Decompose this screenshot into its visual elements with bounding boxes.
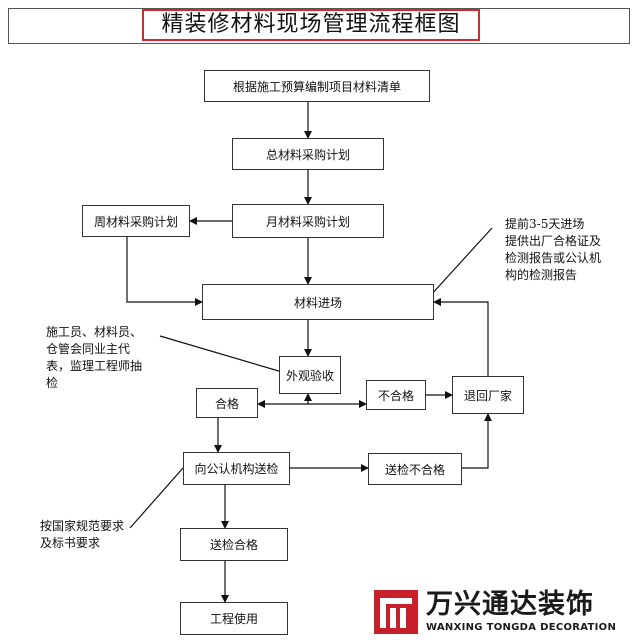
arrow-weekly-to-arrival <box>126 237 203 306</box>
logo-name: 万兴通达装饰 <box>426 589 594 620</box>
note-standard: 按国家规范要求 及标书要求 <box>40 518 124 552</box>
note-line: 仓管会同业主代 <box>46 342 131 356</box>
node-budget-list: 根据施工预算编制项目材料清单 <box>204 70 430 102</box>
node-send-fail: 送检不合格 <box>368 453 462 485</box>
logo-english: WANXING TONGDA DECORATION <box>426 622 617 633</box>
node-inspection: 外观验收 <box>279 356 341 394</box>
node-return: 退回厂家 <box>452 376 524 414</box>
note-line: 及标书要求 <box>40 536 101 550</box>
logo-mark-icon <box>374 590 418 634</box>
leader-inspect-note <box>159 335 283 373</box>
leader-standard-note <box>129 467 184 529</box>
node-total-plan: 总材料采购计划 <box>232 138 384 170</box>
arrow-return-to-arrival <box>433 298 489 376</box>
note-line: 检测报告或公认机 <box>505 251 602 265</box>
node-arrival: 材料进场 <box>202 284 434 320</box>
note-line: 检 <box>46 376 59 390</box>
node-send-agency: 向公认机构送检 <box>183 452 290 485</box>
note-inspection: 施工员、材料员、 仓管会同业主代 表，监理工程师抽 检 <box>46 324 142 392</box>
node-fail: 不合格 <box>366 380 426 410</box>
page-title: 精装修材料现场管理流程框图 <box>142 9 480 41</box>
note-line: 构的检测报告 <box>505 268 578 282</box>
leader-arrival-note <box>429 227 493 297</box>
node-send-pass: 送检合格 <box>180 528 288 561</box>
node-pass: 合格 <box>196 388 258 418</box>
arrow-sendfail-to-return <box>462 413 492 469</box>
node-monthly-plan: 月材料采购计划 <box>232 204 384 238</box>
node-use: 工程使用 <box>180 602 288 635</box>
note-line: 施工员、材料员、 <box>46 325 143 339</box>
title-frame <box>8 8 630 44</box>
node-weekly-plan: 周材料采购计划 <box>82 205 190 237</box>
note-line: 提前3-5天进场 <box>505 217 585 231</box>
note-line: 按国家规范要求 <box>40 519 125 533</box>
company-logo: 万兴通达装饰 WANXING TONGDA DECORATION <box>374 588 630 638</box>
note-line: 提供出厂合格证及 <box>505 234 602 248</box>
note-arrival: 提前3-5天进场 提供出厂合格证及 检测报告或公认机 构的检测报告 <box>505 216 601 284</box>
note-line: 表，监理工程师抽 <box>46 359 143 373</box>
